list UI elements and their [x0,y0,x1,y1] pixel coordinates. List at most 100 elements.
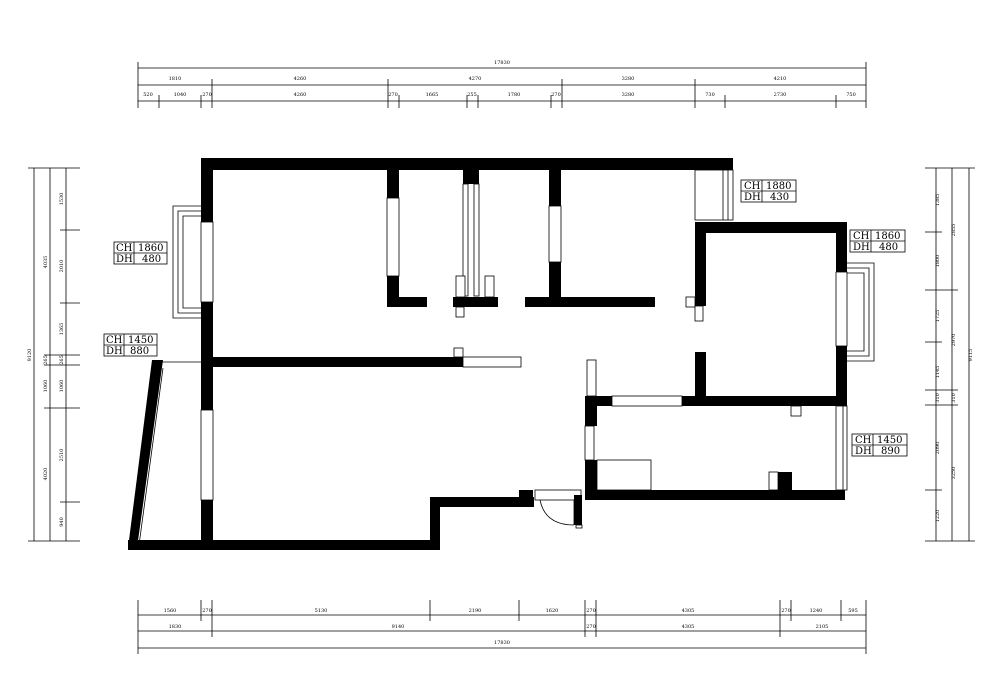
window-tag-left-bay: CH 1860 DH 480 [113,241,168,265]
tag-dh-value: 480 [879,242,898,253]
dim-top-r1: 1810 [169,76,182,82]
dim-top-r2: 1040 [174,92,187,98]
dim-top-r2: 730 [705,92,715,98]
dim-right-r2: 1220 [935,510,941,523]
window-tag-left-balcony: CH 1450 DH 880 [103,333,158,357]
dim-top-r2: 3280 [622,92,635,98]
dim-right-r2: 1145 [935,366,941,379]
tag-ch-label: CH [744,181,761,192]
tag-ch-label: CH [853,231,870,242]
dim-top-r2: 1780 [508,92,521,98]
tag-dh-label: DH [116,254,133,265]
left-dimensions: 9120 4035 265 1060 4020 1530 2010 1365 2… [27,167,80,542]
top-dimensions: 17830 1810 4260 4270 3280 4210 520 1040 … [137,60,867,108]
window-tag-right-bay: CH 1860 DH 480 [849,229,906,253]
dim-right-r1: 2855 [951,224,957,237]
window-room1 [386,197,400,277]
tag-dh-label: DH [853,242,870,253]
dim-top-r1: 4270 [469,76,482,82]
tag-ch-value: 1880 [766,181,791,192]
dim-top-r2: 520 [143,92,153,98]
dim-bottom-r2: 270 [586,624,596,630]
dim-right-r1: 2970 [951,334,957,347]
dim-top-r1: 4260 [294,76,307,82]
dim-left-r1: 4020 [43,468,49,481]
dim-top-r1: 4210 [774,76,787,82]
dim-bottom-r1: 5130 [315,608,328,614]
dim-bottom-r1: 595 [848,608,858,614]
dim-top-r1: 3280 [622,76,635,82]
tag-dh-value: 890 [881,446,900,457]
dim-left-total: 9120 [27,349,33,362]
window-room2 [548,205,562,263]
tag-dh-label: DH [855,446,872,457]
window-mid [611,395,683,407]
tag-ch-value: 1860 [138,243,163,254]
dim-top-r2: 1665 [426,92,439,98]
tag-dh-label: DH [744,192,761,203]
windows [200,169,848,501]
dim-left-r2: 1060 [59,380,65,393]
dim-bottom-r1: 2190 [469,608,482,614]
dim-top-total: 17830 [494,60,510,66]
walls [128,158,847,550]
dim-right-r1: 3250 [951,467,957,480]
window-col-a [462,183,469,297]
dim-right-total: 9115 [968,349,974,362]
dim-bottom-r1: 4305 [682,608,695,614]
entry-door [534,489,583,529]
dim-right-r2: 1385 [935,194,941,207]
dim-left-r2: 2010 [59,260,65,273]
dim-left-r2: 940 [59,517,65,527]
dim-left-r1: 4035 [43,256,49,269]
dim-bottom-r2: 1830 [169,624,182,630]
dim-bottom-r1: 1560 [164,608,177,614]
window-tag-top-right: CH 1880 DH 430 [740,179,797,203]
dim-right-r2: 310 [935,393,941,403]
dim-bottom-r1: 1620 [546,608,559,614]
window-top-right [694,169,734,221]
dim-bottom-r1: 270 [586,608,596,614]
dim-left-r1: 265 [43,355,49,365]
dim-top-r2: 4260 [294,92,307,98]
tag-dh-value: 430 [770,192,789,203]
window-right-box [835,271,848,347]
tag-ch-value: 1860 [875,231,900,242]
dim-top-r2: 255 [467,92,477,98]
dim-bottom-r2: 9140 [392,624,405,630]
right-dimensions: 1385 1800 1725 1145 310 2090 1220 2855 2… [925,167,975,542]
dim-right-r2: 1725 [935,310,941,323]
dim-top-r2: 270 [551,92,561,98]
window-tags: CH 1880 DH 430 CH 1860 DH 480 CH 1860 DH… [103,179,908,457]
dim-bottom-total: 17830 [494,640,510,646]
dim-left-r1: 1060 [43,380,49,393]
dim-bottom-r2: 4305 [682,624,695,630]
dim-right-r1: 310 [951,393,957,403]
tag-dh-label: DH [106,346,123,357]
dim-right-r2: 1800 [935,255,941,268]
bay-windows [132,205,875,546]
dim-bottom-r1: 270 [202,608,212,614]
dim-right-r2: 2090 [935,442,941,455]
tag-ch-value: 1450 [877,435,902,446]
tag-ch-label: CH [855,435,872,446]
dim-top-r2: 270 [388,92,398,98]
dim-bottom-r2: 2105 [816,624,829,630]
bottom-dimensions: 1560 270 5130 2190 1620 270 4305 270 124… [137,600,867,654]
tag-ch-label: CH [106,335,123,346]
dim-bottom-r1: 270 [781,608,791,614]
tag-ch-label: CH [116,243,133,254]
dim-left-r2: 1365 [59,323,65,336]
dim-left-r2: 2510 [59,449,65,462]
tag-ch-value: 1450 [128,335,153,346]
dim-top-r2: 750 [846,92,856,98]
tag-dh-value: 880 [130,346,149,357]
dim-left-r2: 265 [59,355,65,365]
dim-left-r2: 1530 [59,193,65,206]
window-tag-right-lower: CH 1450 DH 890 [851,433,908,457]
dim-top-r2: 2730 [774,92,787,98]
tag-dh-value: 480 [142,254,161,265]
window-col-b [473,183,480,297]
dim-bottom-r1: 1240 [810,608,823,614]
